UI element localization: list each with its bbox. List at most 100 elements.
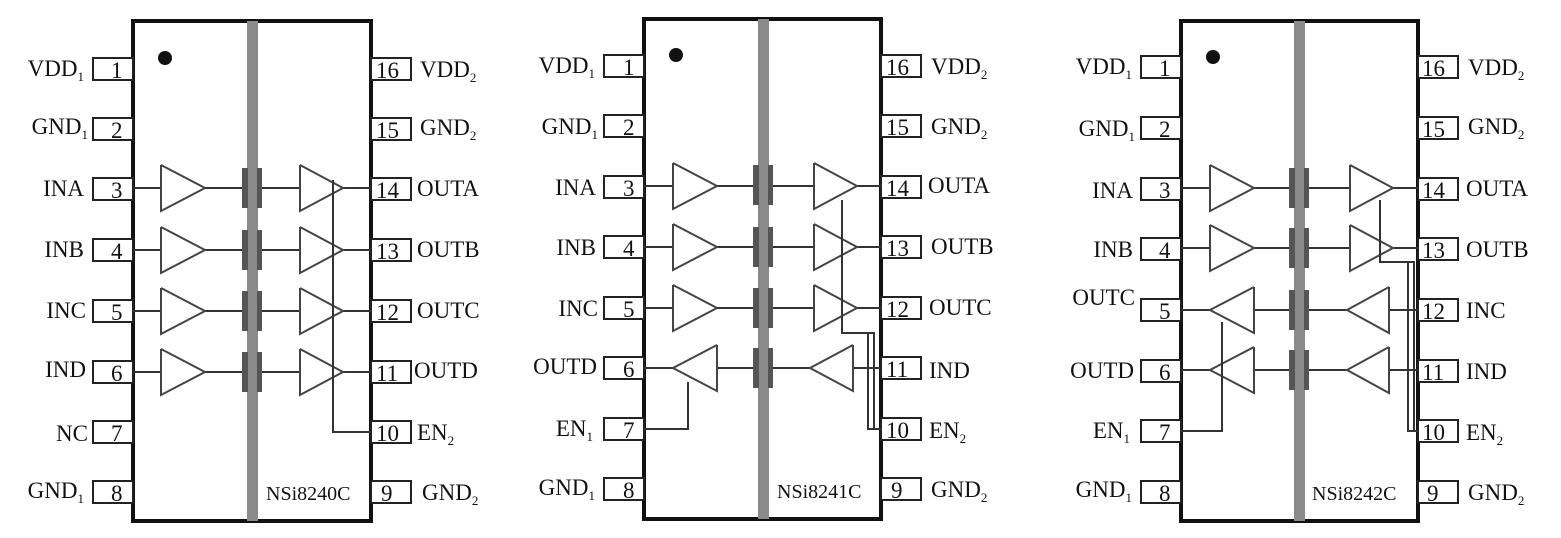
pin-number: 12 (376, 300, 399, 325)
pin-box (370, 480, 412, 504)
channel-wiring (644, 162, 881, 430)
pin-number: 12 (886, 297, 909, 322)
pin-number: 2 (111, 118, 123, 143)
pin-label: INB (44, 237, 84, 262)
pin-label: VDD1 (539, 53, 595, 81)
pin-label: INC (1466, 298, 1506, 323)
pin-label: INA (1092, 178, 1133, 203)
pin-box (603, 54, 645, 78)
pin-label: GND2 (422, 480, 478, 508)
pin-number: 7 (1159, 420, 1171, 445)
pin-label: INB (556, 235, 596, 260)
pin-label: NC (56, 421, 88, 446)
pin-label: EN2 (929, 418, 966, 446)
pin-label: GND1 (1079, 116, 1135, 144)
pin-label: INB (1093, 237, 1133, 262)
channel-wiring (133, 164, 371, 433)
pin-number: 6 (111, 361, 123, 386)
pin-box (370, 57, 412, 81)
pin-label: EN2 (1466, 420, 1503, 448)
pin-label: VDD2 (420, 57, 476, 85)
pin-label: OUTC (1072, 285, 1135, 310)
pin-label: IND (45, 357, 86, 382)
pin-number: 13 (886, 236, 909, 261)
pin-box (603, 477, 645, 501)
pin-number: 14 (376, 178, 400, 203)
pin-number: 3 (111, 178, 123, 203)
pin-box (92, 480, 134, 504)
chip-nsi8242c: 1 2 3 4 5 6 7 8 16 15 14 13 12 11 10 9 V… (1070, 19, 1529, 523)
pin-box (1140, 480, 1182, 504)
pin-number: 7 (111, 421, 123, 446)
pin-number: 10 (886, 418, 909, 443)
left-pin-boxes (603, 54, 645, 501)
pin-number: 9 (1427, 481, 1439, 506)
pin-label: GND1 (1076, 477, 1132, 505)
pin-number: 5 (1159, 299, 1171, 324)
pin-number: 8 (623, 478, 635, 503)
pin-number: 9 (891, 478, 903, 503)
pin-number: 1 (111, 58, 123, 83)
pin1-marker-dot (158, 51, 172, 65)
pin-box (1417, 116, 1459, 140)
pin-label: VDD2 (931, 54, 987, 82)
pin-box (880, 54, 922, 78)
pin-number: 3 (1159, 178, 1171, 203)
pin-box (880, 477, 922, 501)
pin-label: GND1 (542, 114, 598, 142)
pin-label: OUTD (1070, 358, 1134, 383)
pin-number: 8 (111, 481, 123, 506)
pin-number: 13 (376, 239, 399, 264)
pin-label: OUTD (414, 358, 478, 383)
pin-number: 5 (623, 297, 635, 322)
pin-number: 8 (1159, 481, 1171, 506)
right-pin-boxes (370, 57, 412, 504)
pin-number: 6 (623, 357, 635, 382)
pin-box (92, 57, 134, 81)
pin-number: 2 (1159, 117, 1171, 142)
chip-nsi8241c: 1 2 3 4 5 6 7 8 16 15 14 13 12 11 10 9 V… (533, 17, 994, 521)
pin-label: OUTB (1466, 237, 1529, 262)
pin-label: GND1 (539, 475, 595, 503)
pin-label: GND1 (28, 478, 84, 506)
pin-number: 14 (886, 176, 910, 201)
channel-wiring (1181, 164, 1418, 432)
pin-label: IND (929, 358, 970, 383)
pin-label: GND2 (931, 477, 987, 505)
pin-number: 16 (886, 55, 909, 80)
isolation-barrier-core (248, 168, 257, 392)
pin-number: 10 (376, 421, 399, 446)
pin-number: 16 (376, 58, 399, 83)
pin-number: 1 (1159, 56, 1171, 81)
pin-label: OUTC (417, 298, 480, 323)
pin-box (880, 114, 922, 138)
pin-box (1417, 55, 1459, 79)
pin-box (603, 114, 645, 138)
pin-number: 1 (623, 55, 635, 80)
pin-label: INA (43, 176, 84, 201)
pin-number: 4 (623, 236, 635, 261)
pin-number: 2 (623, 115, 635, 140)
pin1-marker-dot (669, 48, 683, 62)
pin-label: OUTD (533, 354, 597, 379)
pin-number: 12 (1422, 299, 1445, 324)
pin-number: 7 (623, 418, 635, 443)
pin-label: OUTA (1466, 176, 1528, 201)
part-number-label: NSi8241C (777, 481, 861, 503)
pin-label: VDD2 (1468, 55, 1524, 83)
pin-number: 16 (1422, 56, 1445, 81)
pin-number: 10 (1422, 420, 1445, 445)
pin-number: 11 (1422, 360, 1444, 385)
pin-number: 4 (1159, 238, 1171, 263)
left-pin-boxes (92, 57, 134, 504)
pin-number: 15 (886, 115, 909, 140)
pin-label: OUTA (928, 173, 990, 198)
isolation-barrier-core (759, 165, 768, 388)
pin-number: 3 (623, 176, 635, 201)
pin-label: VDD1 (1076, 54, 1132, 82)
pin-label: EN1 (556, 416, 593, 444)
pin-label: GND2 (420, 115, 476, 143)
right-pin-boxes (1417, 55, 1459, 504)
pin-number: 9 (381, 481, 393, 506)
